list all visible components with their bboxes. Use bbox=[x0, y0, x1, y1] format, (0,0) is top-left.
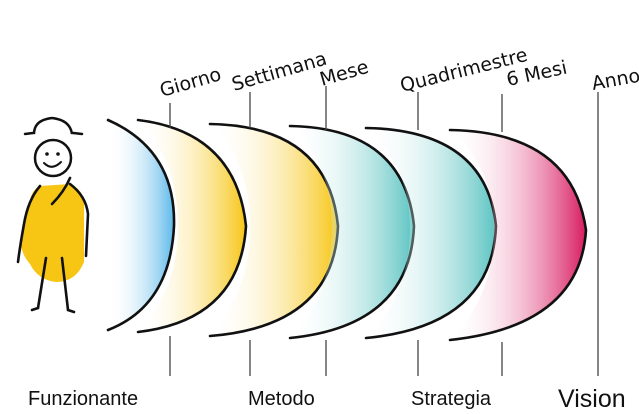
label-strategy: Strategia bbox=[411, 388, 492, 410]
day-horizon-outline bbox=[106, 118, 176, 332]
quarter-horizon-shape bbox=[290, 126, 414, 338]
month-horizon-shape bbox=[210, 124, 338, 336]
six-month-horizon-shape bbox=[450, 130, 586, 340]
four-month-horizon-shape bbox=[366, 128, 496, 338]
label-week: Settimana bbox=[229, 48, 329, 96]
day-horizon-shape bbox=[108, 120, 175, 330]
label-day: Giorno bbox=[157, 63, 223, 101]
label-method: Metodo bbox=[248, 388, 315, 410]
week-horizon-shape bbox=[138, 120, 246, 332]
label-functioning: Funzionante bbox=[28, 388, 138, 410]
stick-figure-with-hat-icon bbox=[16, 116, 90, 314]
label-year: Anno bbox=[590, 65, 639, 95]
label-vision: Vision bbox=[558, 385, 626, 413]
